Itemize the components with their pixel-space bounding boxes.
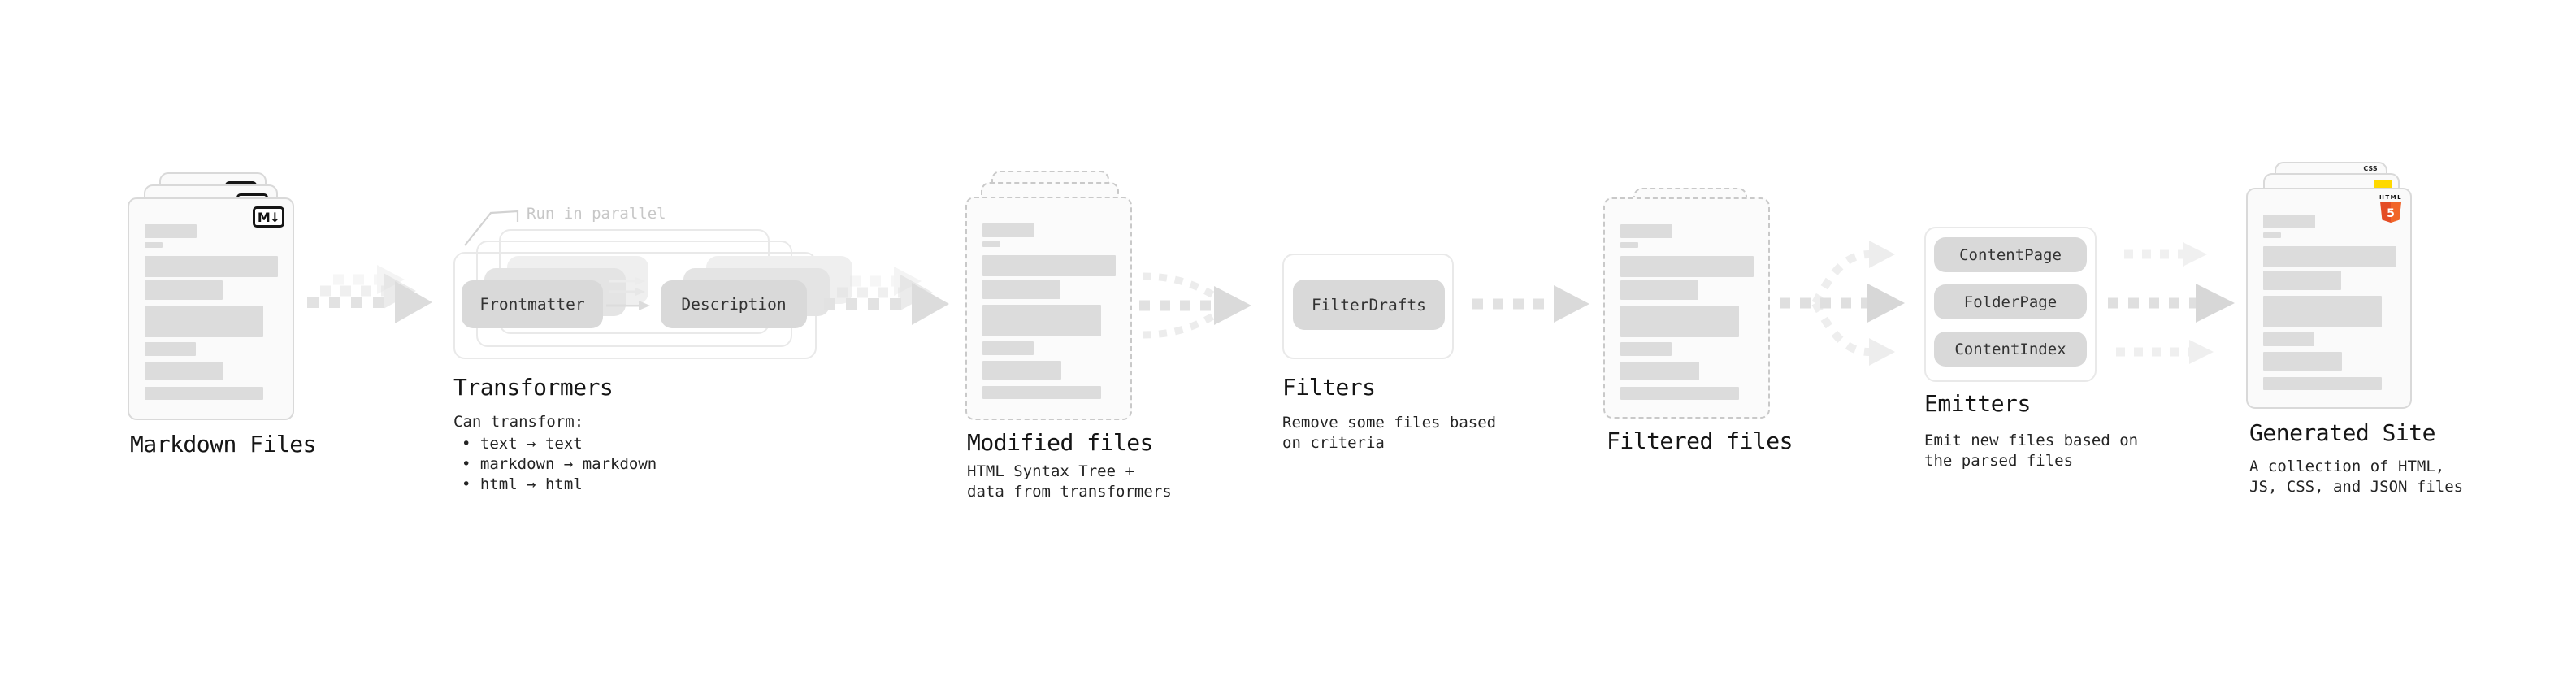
filters-title: Filters xyxy=(1282,374,1376,401)
placeholder-bar xyxy=(145,362,223,380)
placeholder-bar xyxy=(1620,342,1672,356)
filter-box-filterdrafts: FilterDrafts xyxy=(1293,280,1445,330)
placeholder-bar xyxy=(2263,246,2396,267)
placeholder-bar xyxy=(982,223,1034,237)
placeholder-bar xyxy=(982,386,1101,399)
flow-arrow-filtered-to-emitters xyxy=(1780,241,1905,366)
placeholder-bar xyxy=(1620,306,1739,337)
filters-subtitle: Remove some files based on criteria xyxy=(1282,414,1497,452)
placeholder-bar xyxy=(145,256,278,277)
placeholder-bar xyxy=(1620,280,1698,300)
modified-files-title: Modified files xyxy=(967,429,1154,456)
placeholder-bar xyxy=(1620,256,1754,277)
placeholder-bar xyxy=(2263,215,2315,228)
doc-content-placeholder xyxy=(967,198,1130,419)
modified-files-subtitle: HTML Syntax Tree + data from transformer… xyxy=(967,462,1172,501)
flow-arrow-filters-to-filtered xyxy=(1472,285,1589,323)
emitters-title: Emitters xyxy=(1924,390,2031,417)
transformer-box-frontmatter: Frontmatter xyxy=(462,280,603,328)
html5-icon: HTML 5 xyxy=(2379,194,2403,224)
markdown-files-title: Markdown Files xyxy=(130,431,317,458)
generated-site-title: Generated Site xyxy=(2249,419,2436,446)
markdown-icon: M↓ xyxy=(253,206,284,228)
doc-content-placeholder xyxy=(1605,199,1768,417)
run-in-parallel-note: Run in parallel xyxy=(527,205,666,223)
emitter-box-folderpage: FolderPage xyxy=(1934,284,2087,319)
svg-text:5: 5 xyxy=(2387,207,2395,220)
emitter-box-contentindex: ContentIndex xyxy=(1934,332,2087,367)
placeholder-bar xyxy=(2263,352,2342,371)
placeholder-bar xyxy=(982,341,1034,355)
emitter-box-contentpage: ContentPage xyxy=(1934,237,2087,272)
doc-content-placeholder xyxy=(129,199,293,419)
bullet-item: • html → html xyxy=(462,475,583,493)
placeholder-bar xyxy=(2263,332,2314,346)
placeholder-bar xyxy=(1620,362,1699,380)
js-icon xyxy=(2374,180,2392,188)
flow-arrow-transformers-to-modified xyxy=(824,267,949,325)
bullet-item: • text → text xyxy=(462,435,583,453)
flow-arrow-emitters-to-site xyxy=(2108,242,2235,364)
placeholder-bar xyxy=(982,255,1116,276)
placeholder-bar xyxy=(145,242,163,248)
markdown-file-card: M↓ xyxy=(128,197,294,420)
placeholder-bar xyxy=(2263,232,2281,238)
emitters-subtitle: Emit new files based on the parsed files xyxy=(1924,432,2139,470)
placeholder-bar xyxy=(145,342,196,356)
generated-site-subtitle: A collection of HTML, JS, CSS, and JSON … xyxy=(2249,458,2464,496)
placeholder-bar xyxy=(982,241,1000,247)
placeholder-bar xyxy=(145,387,263,400)
filtered-file-card xyxy=(1603,197,1770,419)
note-leader-line xyxy=(464,210,519,246)
transformers-title: Transformers xyxy=(453,374,614,401)
placeholder-bar xyxy=(1620,242,1638,248)
modified-file-card xyxy=(965,197,1132,420)
filters-frame xyxy=(1282,254,1454,359)
emitters-frame xyxy=(1924,227,2097,382)
placeholder-bar xyxy=(2263,271,2341,290)
mini-arrows-frontmatter-to-description xyxy=(606,277,650,310)
placeholder-bar xyxy=(145,224,197,238)
placeholder-bar xyxy=(1620,387,1739,400)
flow-arrow-markdown-to-transformers xyxy=(307,265,432,323)
placeholder-bar xyxy=(1620,224,1672,238)
transformers-bullet-list: • text → text • markdown → markdown • ht… xyxy=(462,434,657,495)
site-file-card: HTML 5 xyxy=(2246,188,2412,409)
doc-content-placeholder xyxy=(2248,189,2410,407)
placeholder-bar xyxy=(2263,296,2382,327)
bullet-item: • markdown → markdown xyxy=(462,455,657,473)
filtered-files-title: Filtered files xyxy=(1607,427,1793,454)
placeholder-bar xyxy=(982,361,1061,380)
transformer-box-description: Description xyxy=(661,280,807,328)
transformers-description-heading: Can transform: xyxy=(453,413,584,431)
placeholder-bar xyxy=(145,280,223,300)
placeholder-bar xyxy=(982,280,1060,299)
placeholder-bar xyxy=(145,306,263,337)
flow-arrow-modified-to-filters xyxy=(1139,272,1251,339)
placeholder-bar xyxy=(2263,377,2382,390)
placeholder-bar xyxy=(982,305,1101,336)
